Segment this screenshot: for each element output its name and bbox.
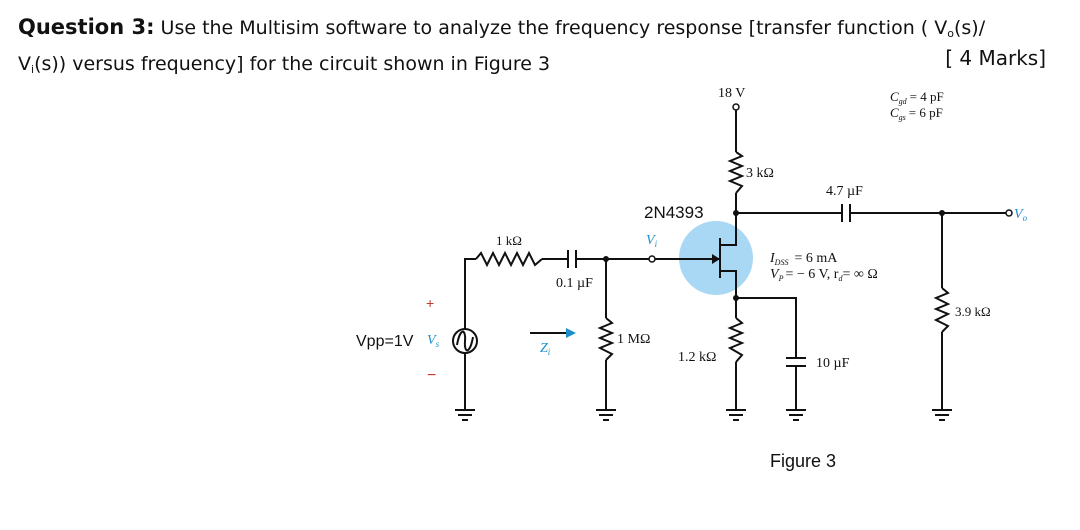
load-resistor — [933, 287, 951, 333]
load-resistor-label: 3.9 kΩ — [955, 304, 991, 319]
question-vo-sub: o — [947, 27, 954, 40]
vs-label: Vs — [427, 333, 440, 349]
zi-arrow-head — [566, 328, 576, 338]
question-label: Question 3: — [18, 15, 155, 39]
load-junction — [939, 210, 945, 216]
question-text-1: Use the Multisim software to analyze the… — [160, 17, 948, 39]
plus-sign: + — [426, 295, 434, 311]
ground-icon — [596, 409, 616, 421]
question-vi-sub: i — [31, 63, 35, 76]
source-amplitude-label: Vpp=1V — [356, 333, 414, 350]
vi-label: Vi — [646, 233, 658, 249]
input-capacitor — [567, 250, 577, 268]
transistor-label: 2N4393 — [644, 203, 704, 222]
jfet-gate-arrow — [712, 254, 720, 264]
supply-label: 18 V — [718, 86, 745, 101]
vp-label: VP= − 6 V, rd= ∞ Ω — [770, 267, 878, 283]
signal-resistor-label: 1 kΩ — [496, 233, 522, 248]
zi-label: Zi — [540, 341, 551, 357]
vo-label: Vo — [1014, 207, 1028, 223]
ac-source-wave — [456, 330, 474, 352]
source-bypass-capacitor — [786, 357, 806, 367]
ground-icon — [786, 409, 806, 421]
ground-icon — [455, 409, 475, 421]
figure-caption: Figure 3 — [770, 451, 836, 471]
question-marks: [ 4 Marks] — [945, 46, 1046, 70]
question-text: Question 3: Use the Multisim software to… — [18, 12, 1068, 85]
question-text-3: (s)) versus frequency] for the circuit s… — [34, 53, 551, 75]
supply-terminal — [732, 103, 740, 111]
bypass-capacitor-label: 10 µF — [816, 356, 850, 371]
source-junction — [733, 295, 739, 301]
ac-source — [452, 328, 478, 354]
input-capacitor-label: 0.1 µF — [556, 276, 593, 291]
vo-terminal — [1005, 209, 1013, 217]
drain-resistor-label: 3 kΩ — [746, 166, 774, 181]
cgs-label: Cgs= 6 pF — [890, 105, 943, 122]
cgd-label: Cgd= 4 pF — [890, 89, 944, 106]
ground-icon — [932, 409, 952, 421]
question-vi: V — [18, 53, 31, 75]
gate-resistor — [597, 317, 615, 361]
drain-junction — [733, 210, 739, 216]
drain-resistor — [727, 151, 745, 194]
gate-resistor-label: 1 MΩ — [617, 332, 650, 347]
gate-junction — [603, 256, 609, 262]
minus-sign: − — [427, 367, 436, 384]
idss-label: IDSS= 6 mA — [769, 251, 838, 267]
ground-icon — [726, 409, 746, 421]
output-capacitor-label: 4.7 µF — [826, 184, 863, 199]
wire-input — [464, 258, 650, 330]
vi-node — [648, 255, 656, 263]
source-resistor — [727, 317, 745, 363]
signal-resistor — [475, 250, 543, 268]
wire-source-node — [735, 278, 797, 358]
question-text-2: (s)/ — [953, 17, 986, 39]
output-capacitor — [841, 204, 851, 222]
source-resistor-label: 1.2 kΩ — [678, 350, 716, 365]
